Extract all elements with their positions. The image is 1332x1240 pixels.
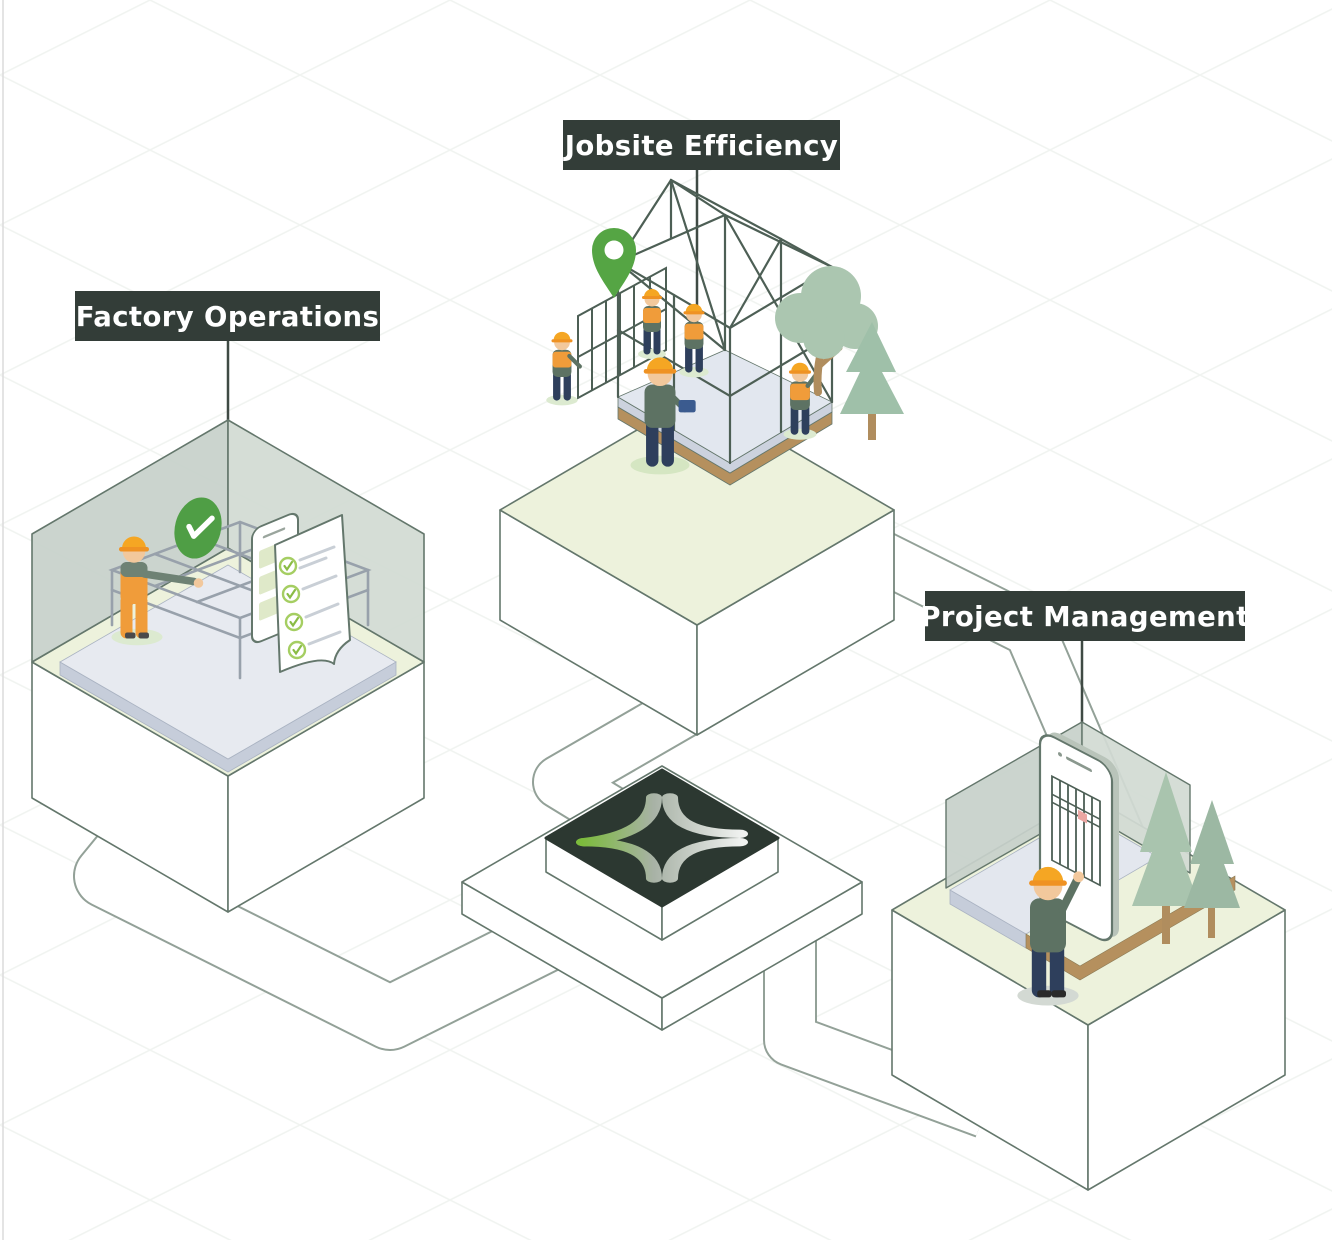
- hub-top-face: [544, 768, 780, 908]
- hub-platform: [461, 765, 863, 1031]
- worker-touchscreen-icon: [1017, 866, 1084, 1006]
- label-box: [563, 120, 840, 170]
- jobsite-cube: [499, 394, 895, 736]
- label-box: [925, 591, 1245, 641]
- label-project-management: Project Management: [920, 591, 1249, 641]
- tree-conifer-icon: [840, 322, 904, 440]
- pine-tree-icon: [1184, 800, 1240, 938]
- highlighted-cell: [1078, 809, 1087, 824]
- check-badge-icon: [174, 497, 222, 559]
- worker-icon: [783, 362, 821, 440]
- worker-icon: [546, 331, 582, 406]
- location-pin-icon: [592, 228, 636, 298]
- label-factory-operations: Factory Operations: [75, 291, 380, 341]
- project-trees: [1132, 772, 1240, 944]
- hub-logo-icon: [576, 793, 748, 883]
- tablet-icon: [678, 400, 696, 413]
- foreman-icon: [630, 357, 696, 475]
- check-items: [278, 556, 307, 660]
- worker-icon: [679, 303, 709, 378]
- worker-icon: [638, 289, 666, 359]
- station-labels: Factory Operations Jobsite Efficiency Pr…: [75, 120, 1249, 641]
- label-factory-text: Factory Operations: [76, 301, 380, 333]
- wood-edge: [1025, 875, 1236, 981]
- worker-overalls-icon: [111, 536, 204, 646]
- checklist-document-icon: [274, 514, 351, 673]
- jobsite-trees: [775, 266, 904, 440]
- pine-tree-icon: [1132, 772, 1200, 944]
- jobsite-station: [499, 170, 904, 736]
- label-project-text: Project Management: [920, 601, 1249, 633]
- wall-panel-icon: [577, 266, 667, 400]
- label-jobsite-text: Jobsite Efficiency: [563, 130, 839, 162]
- jobsite-workers: [546, 289, 821, 475]
- factory-station: [31, 341, 425, 913]
- label-box: [75, 291, 380, 341]
- label-jobsite-efficiency: Jobsite Efficiency: [563, 120, 840, 170]
- phone-speaker: [1066, 756, 1092, 772]
- project-station: [891, 641, 1286, 1191]
